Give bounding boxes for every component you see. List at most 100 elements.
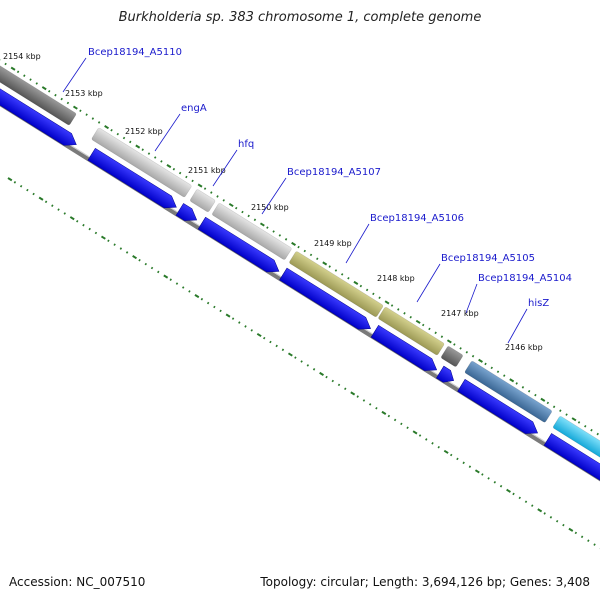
kbp-label: 2151 kbp [188, 166, 226, 175]
tick-mark [278, 234, 282, 237]
feature-track[interactable] [0, 47, 600, 472]
tick-mark [104, 125, 110, 130]
tick-mark [200, 297, 204, 301]
tick-mark [365, 288, 369, 292]
feature-bcep18194-a5105[interactable] [378, 307, 445, 356]
tick-mark [175, 282, 179, 285]
tick-mark [185, 175, 188, 179]
tick-mark [225, 313, 231, 318]
tick-mark [415, 319, 421, 324]
tick-mark [471, 354, 475, 358]
tick-mark [235, 206, 238, 210]
feature-bcep18194-a5107[interactable] [212, 203, 292, 260]
tick-mark [593, 543, 596, 546]
cds-arrow[interactable] [0, 69, 80, 151]
feature-bcep18194-a5106[interactable] [289, 251, 384, 317]
tick-mark [63, 212, 66, 215]
gene-label-hfq[interactable]: hfq [238, 139, 254, 150]
tick-mark [437, 445, 440, 449]
tick-mark [515, 382, 518, 385]
gene-label-bcep18194-a5105[interactable]: Bcep18194_A5105 [441, 253, 535, 264]
tick-mark [490, 366, 493, 370]
tick-mark [571, 417, 577, 422]
tick-mark [527, 389, 531, 393]
tick-mark [344, 387, 347, 391]
kbp-label: 2146 kbp [505, 343, 543, 352]
tick-mark [253, 218, 257, 222]
tick-mark [228, 202, 234, 208]
leader-line [261, 177, 287, 215]
tick-mark [113, 243, 116, 246]
tick-mark [481, 473, 484, 476]
tick-mark [263, 336, 266, 340]
inner-tick-track [7, 177, 600, 550]
tick-mark [44, 200, 48, 204]
cds-arrow[interactable] [197, 216, 283, 277]
tick-mark [387, 414, 391, 418]
tick-mark [356, 395, 359, 398]
tick-mark [191, 179, 194, 183]
accession-label: Accession: NC_007510 [9, 575, 146, 589]
tick-mark [10, 66, 16, 71]
tick-mark [381, 410, 387, 415]
gene-label-bcep18194-a5106[interactable]: Bcep18194_A5106 [370, 213, 464, 224]
tick-mark [275, 344, 278, 348]
cds-arrow[interactable] [457, 379, 542, 439]
cds-arrow[interactable] [370, 324, 440, 376]
tick-mark [216, 195, 219, 198]
gene-label-group[interactable]: Bcep18194_A5110 engA hfq Bcep18194_A5107… [88, 47, 572, 309]
tick-mark [116, 132, 120, 136]
cds-arrow[interactable] [175, 203, 200, 225]
tick-mark [188, 290, 191, 293]
tick-mark [66, 101, 70, 105]
feature-bcep18194-a5104[interactable] [441, 346, 464, 367]
feature-hisz[interactable] [464, 361, 552, 423]
feature-hfq[interactable] [190, 189, 216, 213]
feature-enga[interactable] [91, 127, 192, 198]
tick-mark [135, 144, 141, 149]
tick-mark [400, 422, 403, 426]
leader-line [345, 223, 370, 264]
tick-mark [26, 188, 29, 192]
tick-mark [384, 300, 390, 305]
tick-mark [231, 317, 235, 320]
tick-mark [100, 235, 106, 240]
tick-mark [32, 192, 35, 196]
cds-track[interactable] [0, 69, 600, 495]
tick-mark [94, 231, 98, 235]
tick-mark [409, 315, 412, 319]
tick-mark [431, 442, 434, 445]
tick-mark [16, 70, 20, 74]
gene-label-hisz[interactable]: hisZ [528, 298, 549, 309]
tick-mark [144, 262, 148, 266]
feature-next[interactable] [553, 416, 600, 472]
kbp-label: 2150 kbp [251, 203, 289, 212]
gene-label-bcep18194-a5104[interactable]: Bcep18194_A5104 [478, 273, 572, 284]
gene-label-bcep18194-a5110[interactable]: Bcep18194_A5110 [88, 47, 182, 58]
tick-mark [178, 171, 182, 175]
feature-bcep18194-a5110[interactable] [0, 47, 77, 126]
tick-mark [347, 276, 350, 280]
tick-mark [309, 253, 313, 257]
tick-mark [110, 128, 113, 132]
tick-mark [459, 347, 462, 350]
tick-mark [222, 199, 225, 202]
tick-mark [577, 421, 581, 424]
tick-mark [449, 453, 453, 457]
tick-mark [319, 371, 324, 377]
cds-arrow[interactable] [279, 267, 375, 334]
tick-mark [238, 321, 241, 324]
cds-arrow[interactable] [436, 365, 457, 386]
gene-label-enga[interactable]: engA [181, 103, 207, 114]
cds-arrow[interactable] [87, 147, 180, 213]
cds-arrow[interactable] [543, 433, 600, 495]
tick-mark [141, 148, 144, 151]
tick-mark [219, 309, 222, 313]
tick-mark [169, 278, 172, 281]
tick-mark [250, 329, 253, 332]
tick-mark [434, 331, 437, 335]
tick-mark [76, 220, 79, 223]
tick-mark [446, 339, 452, 344]
gene-label-bcep18194-a5107[interactable]: Bcep18194_A5107 [287, 167, 381, 178]
